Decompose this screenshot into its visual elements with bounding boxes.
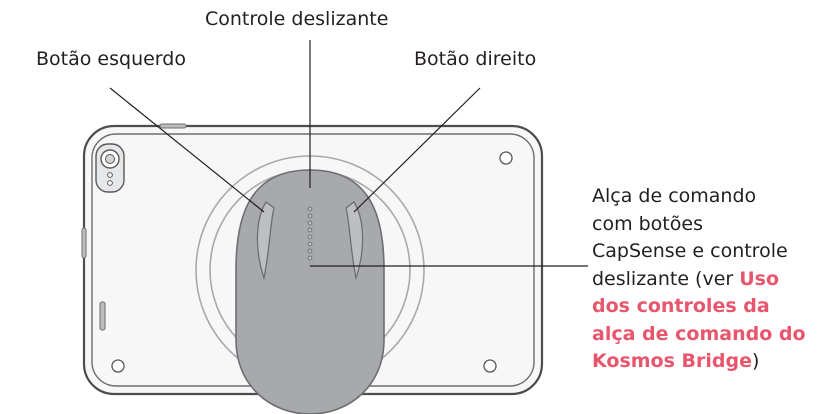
- right-button-callout: Botão direito: [414, 48, 537, 70]
- manual-link-part1[interactable]: Uso: [739, 267, 780, 290]
- handle-description: Alça de comando com botões CapSense e co…: [592, 183, 806, 376]
- desc-line-4: deslizante (ver Uso: [592, 266, 806, 294]
- leader-left-button: [109, 87, 265, 213]
- left-button-callout: Botão esquerdo: [36, 48, 186, 70]
- screw-bottom-right: [483, 359, 497, 373]
- right-button: [345, 201, 364, 281]
- manual-link-line3[interactable]: alça de comando do: [592, 322, 806, 345]
- desc-suffix: ): [751, 350, 760, 372]
- command-handle: [235, 169, 385, 414]
- desc-line-7: Kosmos Bridge): [592, 348, 806, 376]
- desc-line-3: CapSense e controle: [592, 240, 788, 262]
- desc-line-2: com botões: [592, 212, 703, 235]
- screw-bottom-left: [111, 359, 125, 373]
- leader-right-button: [353, 87, 481, 213]
- slider-callout: Controle deslizante: [205, 8, 389, 30]
- manual-link-line4[interactable]: Kosmos Bridge: [592, 350, 752, 372]
- slider-dots: [307, 206, 313, 261]
- camera-module: [95, 143, 125, 193]
- desc-line-1: Alça de comando: [592, 185, 757, 207]
- manual-link-line2[interactable]: dos controles da: [592, 295, 770, 317]
- leader-lines: [109, 40, 588, 267]
- screw-top-right: [499, 151, 513, 165]
- desc-line-4-prefix: deslizante (ver: [592, 267, 740, 290]
- left-button: [256, 201, 275, 281]
